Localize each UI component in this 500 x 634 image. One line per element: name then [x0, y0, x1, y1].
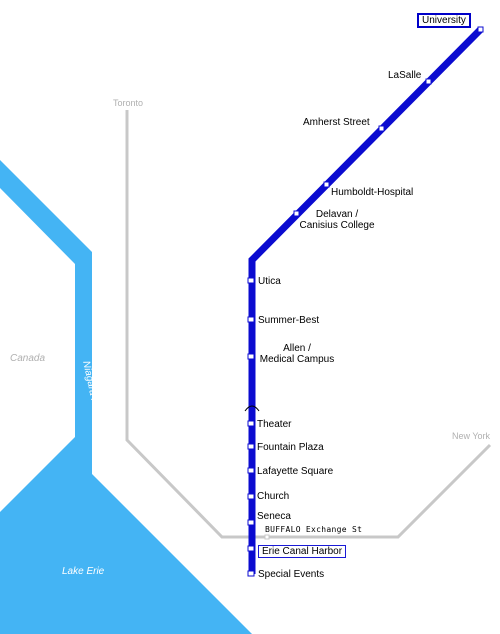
delavan-label: Delavan / Canisius College: [297, 209, 377, 231]
university-label: University: [417, 13, 471, 28]
erie-canal-label: Erie Canal Harbor: [258, 545, 347, 558]
delavan-line-2: Canisius College: [299, 220, 375, 231]
lake-erie-label: Lake Erie: [62, 566, 105, 577]
seneca-label: Seneca: [257, 511, 291, 522]
buffalo-exchange-label: BUFFALO Exchange St: [265, 525, 363, 534]
station-theater: [247, 420, 255, 427]
utica-label: Utica: [258, 276, 281, 287]
station-lafayette: [247, 467, 255, 474]
station-church: [247, 493, 255, 500]
lasalle-label: LaSalle: [388, 70, 422, 81]
station-humboldt: [323, 181, 330, 188]
station-summer-best: [247, 316, 255, 323]
special-events-label: Special Events: [258, 569, 325, 580]
church-label: Church: [257, 491, 290, 502]
station-lasalle: [425, 78, 432, 85]
rail-toronto: [125, 110, 492, 539]
humboldt-label: Humboldt-Hospital: [331, 187, 414, 198]
lafayette-label: Lafayette Square: [257, 466, 334, 477]
delavan-line-1: Delavan /: [315, 209, 359, 220]
toronto-label: Toronto: [113, 98, 144, 108]
summer-best-label: Summer-Best: [258, 315, 320, 326]
station-special-events: [247, 570, 255, 577]
allen-line-1: Allen /: [283, 343, 311, 354]
allen-label: Allen / Medical Campus: [257, 343, 337, 365]
station-markers: [247, 26, 484, 577]
theater-label: Theater: [257, 419, 292, 430]
station-seneca: [247, 519, 255, 526]
niagara-river: [0, 160, 252, 634]
station-exchange-st: [264, 534, 270, 540]
station-fountain: [247, 443, 255, 450]
tunnel-portal-icon: [244, 405, 260, 412]
fountain-plaza-label: Fountain Plaza: [257, 442, 324, 453]
amherst-label: Amherst Street: [303, 117, 370, 128]
station-allen: [247, 353, 255, 360]
canada-label: Canada: [10, 353, 46, 364]
station-delavan: [293, 210, 300, 217]
new-york-label: New York: [452, 431, 491, 441]
station-amherst: [378, 125, 385, 132]
station-erie-canal: [247, 545, 255, 552]
allen-line-2: Medical Campus: [259, 354, 335, 365]
station-university: [477, 26, 484, 33]
station-utica: [247, 277, 255, 284]
